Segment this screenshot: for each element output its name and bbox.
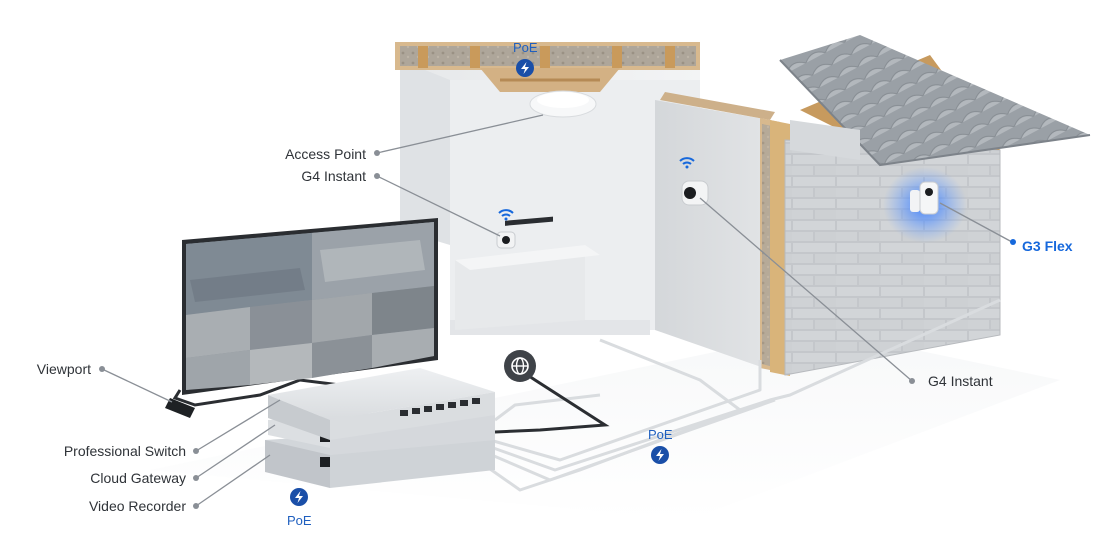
label-access-point: Access Point — [285, 146, 366, 162]
exterior-wall — [784, 139, 1001, 376]
wifi-icon — [679, 157, 695, 169]
monitor — [182, 218, 438, 395]
label-g3-flex: G3 Flex — [1022, 238, 1073, 254]
interior-wall — [395, 42, 700, 335]
viewport-cable — [172, 378, 381, 407]
middle-wall — [655, 92, 790, 376]
rack-stack — [265, 368, 495, 488]
poe-label-ceiling: PoE — [513, 40, 538, 55]
poe-bolt-icon — [290, 488, 308, 506]
label-viewport: Viewport — [36, 361, 91, 377]
leader-dots — [99, 150, 1016, 509]
wifi-icon — [498, 209, 514, 221]
poe-bolt-icon — [651, 446, 669, 464]
globe-icon — [504, 350, 536, 382]
label-g4-instant-wall: G4 Instant — [928, 373, 993, 389]
label-professional-switch: Professional Switch — [63, 443, 186, 459]
g4-instant-indoor-device — [496, 231, 516, 249]
poe-bolt-icon — [516, 59, 534, 77]
label-g4-instant-indoor: G4 Instant — [301, 168, 366, 184]
viewport-device — [165, 398, 195, 418]
leader-lines — [101, 114, 1013, 507]
access-point-device — [529, 90, 597, 118]
roof — [779, 35, 1091, 167]
poe-label-middle: PoE — [648, 427, 673, 442]
label-cloud-gateway: Cloud Gateway — [90, 470, 186, 486]
poe-label-bottom: PoE — [287, 513, 312, 528]
g3-flex-device — [883, 167, 967, 243]
cables — [469, 298, 1001, 492]
label-video-recorder: Video Recorder — [88, 498, 186, 514]
